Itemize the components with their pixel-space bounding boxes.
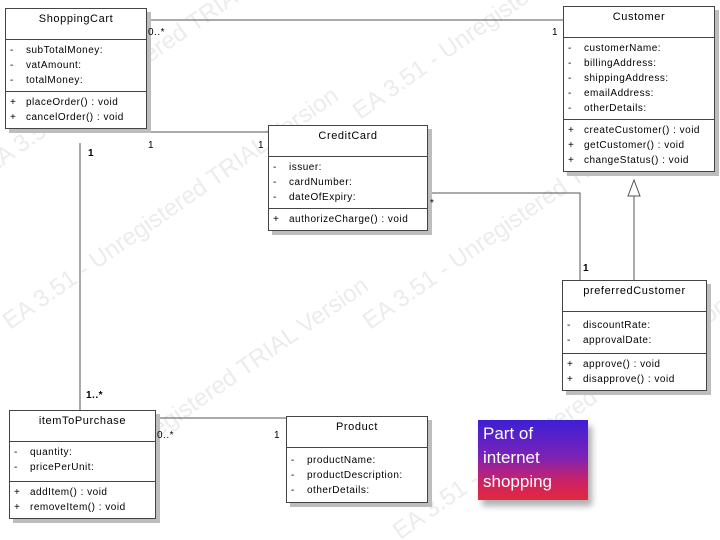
attribute-row: -billingAddress: [568, 58, 657, 69]
class-name: ShoppingCart [6, 9, 146, 40]
operation-row: +placeOrder() : void [10, 97, 119, 108]
operation-row: +removeItem() : void [14, 502, 126, 513]
operation-row: +approve() : void [567, 359, 661, 370]
multiplicity-label: 0..* [148, 27, 166, 38]
class-product[interactable]: Product -productName: -productDescriptio… [286, 416, 428, 503]
class-name: itemToPurchase [10, 411, 155, 442]
annotation-note: Part of internet shopping [478, 420, 588, 500]
operations-section: +addItem() : void +removeItem() : void [10, 481, 155, 518]
attribute-row: -approvalDate: [567, 335, 652, 346]
attribute-row: -otherDetails: [291, 485, 370, 496]
class-name: preferredCustomer [563, 281, 706, 312]
attributes-section: -subTotalMoney: -vatAmount: -totalMoney: [6, 40, 146, 91]
class-customer[interactable]: Customer -customerName: -billingAddress:… [563, 6, 715, 172]
attribute-row: -subTotalMoney: [10, 45, 104, 56]
class-credit-card[interactable]: CreditCard -issuer: -cardNumber: -dateOf… [268, 125, 428, 231]
multiplicity-label: 1 [258, 140, 265, 151]
attribute-row: -customerName: [568, 43, 662, 54]
attributes-section: -productName: -productDescription: -othe… [287, 448, 427, 502]
attributes-section: -quantity: -pricePerUnit: [10, 442, 155, 481]
multiplicity-label: 1 [552, 27, 559, 38]
attribute-row: -dateOfExpiry: [273, 192, 357, 203]
multiplicity-label: 1..* [86, 390, 104, 401]
generalization-arrowhead [627, 178, 641, 197]
attribute-row: -shippingAddress: [568, 73, 669, 84]
operation-row: +cancelOrder() : void [10, 112, 124, 123]
multiplicity-label: 1 [88, 148, 95, 159]
operation-row: +createCustomer() : void [568, 125, 700, 136]
attribute-row: -productDescription: [291, 470, 403, 481]
class-shopping-cart[interactable]: ShoppingCart -subTotalMoney: -vatAmount:… [5, 8, 147, 129]
attribute-row: -pricePerUnit: [14, 462, 95, 473]
operations-section: +placeOrder() : void +cancelOrder() : vo… [6, 91, 146, 128]
class-name: Product [287, 417, 427, 448]
multiplicity-label: * [430, 198, 435, 209]
operation-row: +changeStatus() : void [568, 155, 689, 166]
multiplicity-label: 1 [583, 263, 590, 274]
attribute-row: -issuer: [273, 162, 322, 173]
attribute-row: -cardNumber: [273, 177, 353, 188]
attribute-row: -discountRate: [567, 320, 651, 331]
class-name: CreditCard [269, 126, 427, 157]
multiplicity-label: 1 [148, 140, 155, 151]
attributes-section: -customerName: -billingAddress: -shippin… [564, 38, 714, 119]
attribute-row: -quantity: [14, 447, 73, 458]
class-preferred-customer[interactable]: preferredCustomer -discountRate: -approv… [562, 280, 707, 391]
operation-row: +authorizeCharge() : void [273, 214, 409, 225]
multiplicity-label: 0..* [157, 430, 175, 441]
attributes-section: -issuer: -cardNumber: -dateOfExpiry: [269, 157, 427, 208]
operations-section: +createCustomer() : void +getCustomer() … [564, 119, 714, 171]
operations-section: +authorizeCharge() : void [269, 208, 427, 230]
class-name: Customer [564, 7, 714, 38]
operation-row: +addItem() : void [14, 487, 108, 498]
association-creditcard-customer [428, 192, 581, 280]
class-item-to-purchase[interactable]: itemToPurchase -quantity: -pricePerUnit:… [9, 410, 156, 519]
attribute-row: -emailAddress: [568, 88, 654, 99]
note-text: Part of internet shopping [483, 424, 553, 491]
operations-section: +approve() : void +disapprove() : void [563, 353, 706, 390]
operation-row: +disapprove() : void [567, 374, 675, 385]
attribute-row: -vatAmount: [10, 60, 82, 71]
attributes-section: -discountRate: -approvalDate: [563, 312, 706, 353]
attribute-row: -productName: [291, 455, 376, 466]
operation-row: +getCustomer() : void [568, 140, 685, 151]
attribute-row: -totalMoney: [10, 75, 84, 86]
attribute-row: -otherDetails: [568, 103, 647, 114]
multiplicity-label: 1 [274, 430, 281, 441]
